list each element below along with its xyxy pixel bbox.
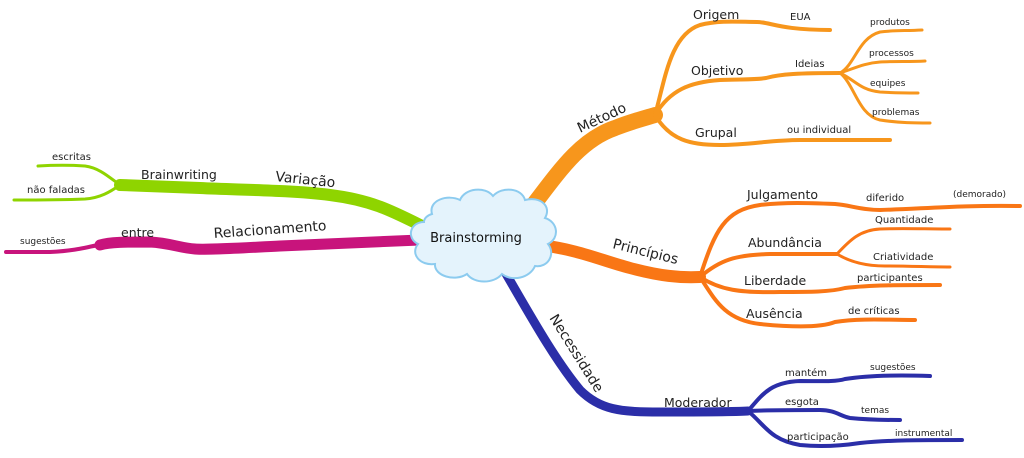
leaf-criatividade-line <box>835 252 952 269</box>
label-instrumental[interactable]: instrumental <box>895 429 952 439</box>
label-sugestoes-relacionamento[interactable]: sugestões <box>20 237 66 247</box>
label-quantidade[interactable]: Quantidade <box>875 215 933 226</box>
label-participantes[interactable]: participantes <box>857 273 923 284</box>
label-problemas[interactable]: problemas <box>872 108 920 118</box>
central-topic[interactable]: Brainstorming <box>409 188 557 283</box>
branch-origem-line <box>653 19 832 117</box>
label-ou-individual[interactable]: ou individual <box>787 125 851 136</box>
branch-mantem-line <box>746 373 932 413</box>
label-de-criticas[interactable]: de críticas <box>848 305 900 317</box>
branch-metodo[interactable] <box>520 19 932 220</box>
branch-julgamento-line <box>698 201 1022 279</box>
leaf-nao-faladas-line <box>12 183 122 202</box>
label-julgamento[interactable]: Julgamento <box>746 187 818 202</box>
label-demorado[interactable]: (demorado) <box>953 190 1006 200</box>
label-abundancia[interactable]: Abundância <box>748 235 822 250</box>
label-sugestoes-moderador[interactable]: sugestões <box>870 363 916 373</box>
branch-necessidade-line <box>500 267 753 417</box>
label-liberdade[interactable]: Liberdade <box>744 273 807 288</box>
label-relacionamento[interactable]: Relacionamento <box>213 218 327 242</box>
leaf-problemas-line <box>838 71 932 125</box>
label-equipes[interactable]: equipes <box>870 79 906 89</box>
label-eua[interactable]: EUA <box>790 12 811 23</box>
label-grupal[interactable]: Grupal <box>695 125 737 140</box>
branch-relacionamento-tip <box>4 239 192 254</box>
label-participacao[interactable]: participação <box>787 432 849 443</box>
label-processos[interactable]: processos <box>869 49 914 59</box>
branch-liberdade-line <box>698 275 942 295</box>
branch-metodo-line-tip <box>596 111 660 139</box>
branch-esgota-line <box>746 407 902 422</box>
branch-grupal-line <box>653 113 892 148</box>
label-esgota[interactable]: esgota <box>785 397 819 408</box>
label-entre[interactable]: entre <box>121 225 154 240</box>
label-variacao[interactable]: Variação <box>275 169 336 191</box>
label-escritas[interactable]: escritas <box>52 152 91 163</box>
central-topic-label: Brainstorming <box>430 231 522 246</box>
label-nao-faladas[interactable]: não faladas <box>27 185 85 196</box>
label-temas[interactable]: temas <box>861 406 889 416</box>
branch-principios-line <box>534 239 706 284</box>
leaf-equipes-line <box>838 71 920 95</box>
cloud-shape <box>409 188 557 283</box>
branch-variacao-line <box>114 179 426 231</box>
label-objetivo[interactable]: Objetivo <box>691 63 743 78</box>
label-moderador[interactable]: Moderador <box>664 395 732 410</box>
branch-abundancia-line <box>698 251 839 279</box>
leaf-quantidade-line <box>835 227 952 256</box>
branch-ausencia-line <box>698 275 917 329</box>
label-origem[interactable]: Origem <box>693 7 739 22</box>
leaf-produtos-line <box>838 28 924 75</box>
label-ideias[interactable]: Ideias <box>795 59 825 70</box>
branch-variacao-tip <box>117 182 263 193</box>
branch-objetivo-line <box>653 71 842 117</box>
leaf-escritas-line <box>36 163 122 187</box>
branch-principios[interactable] <box>534 201 1022 329</box>
label-brainwriting[interactable]: Brainwriting <box>141 167 217 182</box>
label-criatividade[interactable]: Criatividade <box>873 252 933 263</box>
branch-relacionamento[interactable] <box>4 234 426 255</box>
branch-variacao[interactable] <box>12 163 426 231</box>
label-ausencia[interactable]: Ausência <box>746 306 803 321</box>
leaf-processos-line <box>838 59 927 75</box>
label-produtos[interactable]: produtos <box>870 18 910 28</box>
branch-necessidade[interactable] <box>500 267 964 449</box>
label-mantem[interactable]: mantém <box>785 367 827 379</box>
label-diferido[interactable]: diferido <box>866 193 904 204</box>
branch-participacao-line <box>746 409 964 449</box>
